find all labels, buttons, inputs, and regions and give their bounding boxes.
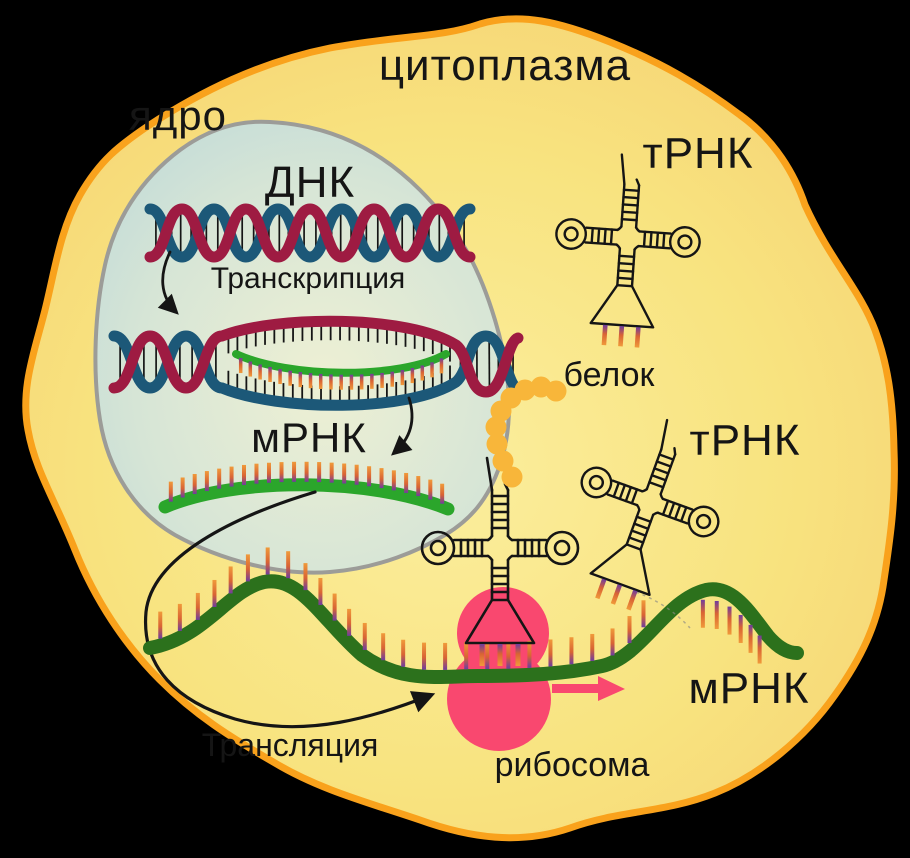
tick-marks	[700, 599, 762, 664]
bubble-strand-blue	[108, 330, 524, 411]
label-translation: Трансляция	[202, 727, 379, 763]
label-protein: белок	[564, 356, 656, 394]
transcription-arrow	[157, 250, 179, 315]
protein-bead	[514, 379, 536, 401]
protein-bead	[492, 450, 514, 472]
bubble-strand-red	[108, 315, 524, 398]
dna-strand-blue	[144, 203, 476, 263]
transcription-bubble	[108, 315, 524, 411]
protein-bead-chain	[485, 376, 567, 488]
protein-bead	[485, 416, 507, 438]
label-mrna-cytoplasmic: мРНК	[688, 664, 809, 713]
label-ribosome: рибосома	[495, 746, 650, 784]
dna-strand-red	[144, 203, 476, 263]
mrna-nuclear-ribbon	[158, 478, 455, 516]
label-transcription: Транскрипция	[211, 262, 406, 295]
label-trna-upper: тРНК	[643, 129, 754, 178]
label-mrna-nuclear: мРНК	[251, 414, 367, 461]
dna-double-helix	[144, 203, 476, 263]
ribosome-direction-arrow	[552, 676, 625, 701]
label-dna: ДНК	[265, 158, 355, 207]
label-nucleus: ядро	[129, 92, 227, 139]
trna-motion-hint	[635, 591, 691, 629]
label-trna-lower: тРНК	[690, 416, 801, 465]
mrna-pointer-arrow	[391, 396, 414, 456]
mrna-cytoplasmic-ribbon	[143, 574, 804, 684]
tick-marks	[168, 461, 445, 504]
protein-bead	[501, 466, 523, 488]
translation-arrow	[143, 490, 436, 729]
protein-bead	[486, 433, 508, 455]
protein-bead	[545, 380, 567, 402]
label-cytoplasm: цитоплазма	[379, 41, 631, 90]
nascent-mrna	[232, 350, 450, 377]
tick-marks	[238, 358, 444, 390]
tick-marks	[158, 547, 646, 670]
